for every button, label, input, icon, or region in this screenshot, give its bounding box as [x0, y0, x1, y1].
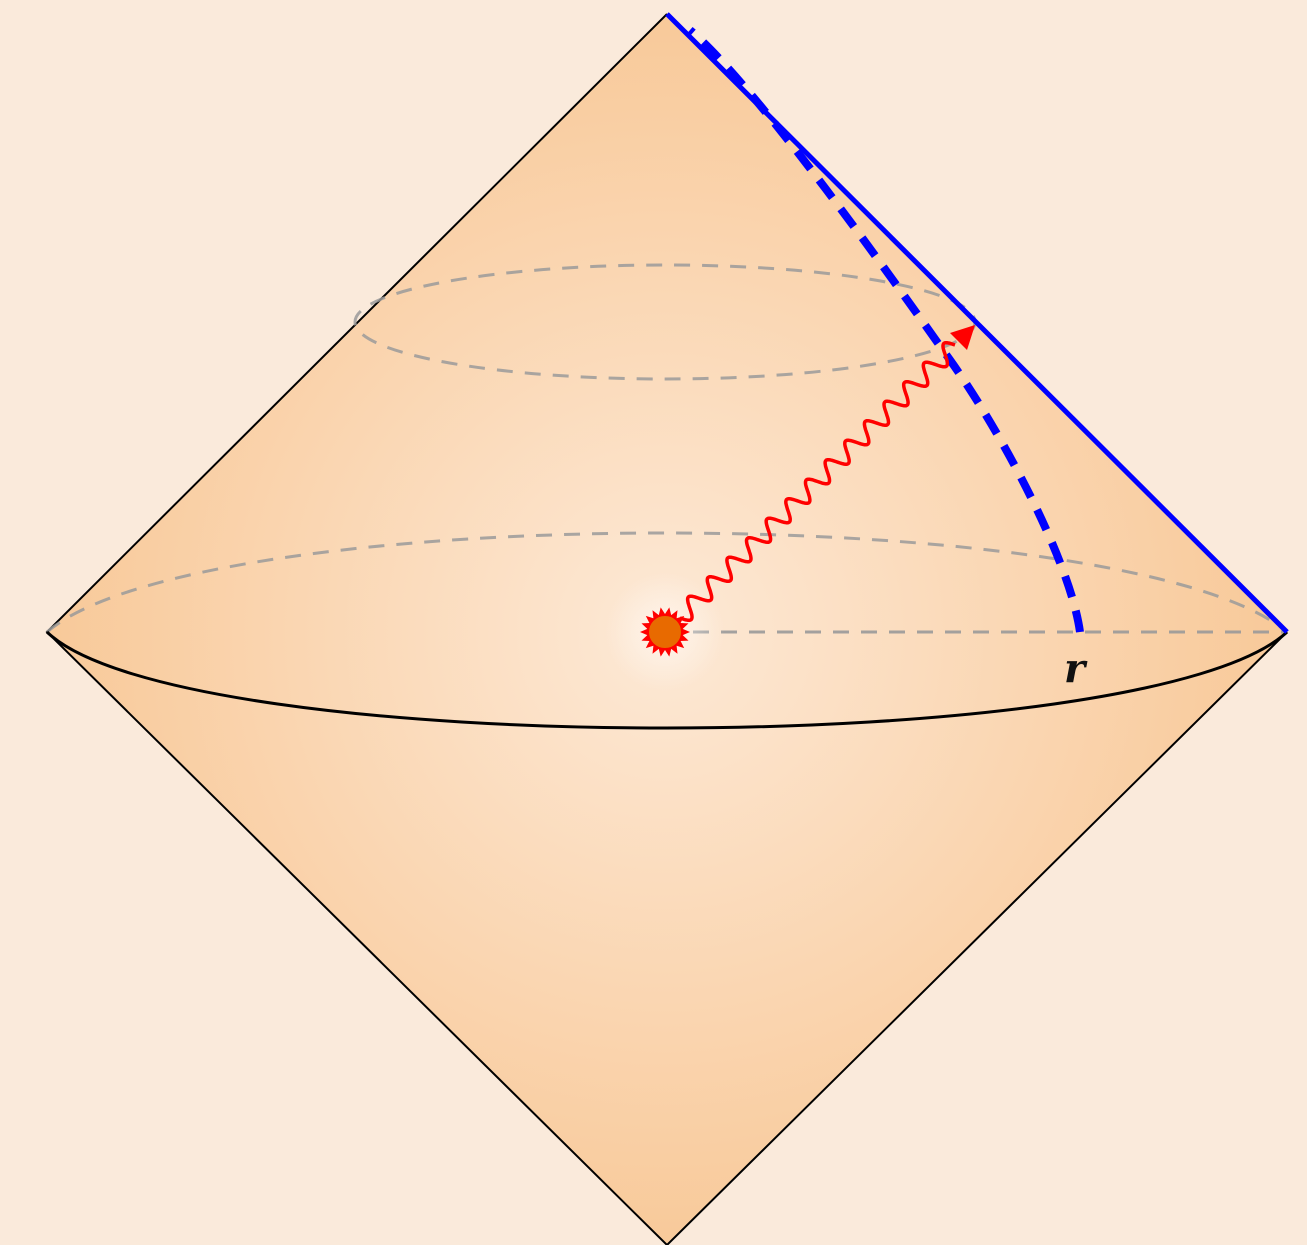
- radius-label: r: [1064, 645, 1088, 692]
- equator-front-arc: [45, 630, 1289, 730]
- equator-back-arc: [46, 531, 1288, 634]
- photon-wavy-path: [679, 340, 956, 623]
- horizon-null-edge: [665, 12, 1289, 634]
- photon-arrowhead: [950, 325, 975, 350]
- cone-outline-left: [45, 13, 1288, 1245]
- horizon-dashed-curve: [687, 26, 1084, 633]
- source-star-icon: [640, 607, 690, 657]
